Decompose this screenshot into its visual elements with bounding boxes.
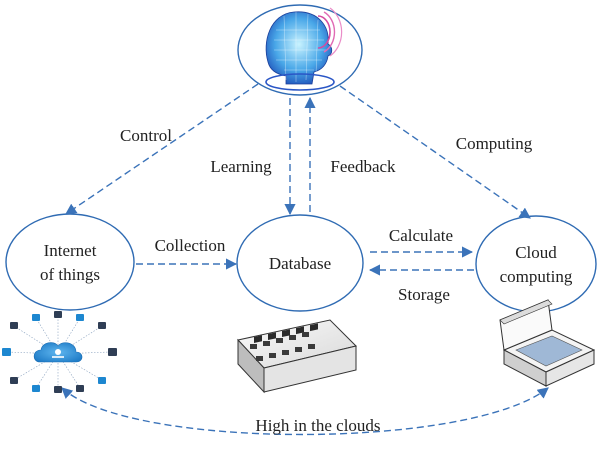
iot-node-label-line2: of things bbox=[40, 265, 100, 284]
iot-node: Internet of things bbox=[5, 213, 135, 311]
edge-high-clouds bbox=[61, 387, 549, 436]
top-node bbox=[237, 4, 363, 96]
label-high-clouds: High in the clouds bbox=[255, 416, 380, 435]
cloud-node: Cloud computing bbox=[475, 215, 597, 313]
database-node-label: Database bbox=[269, 254, 331, 273]
label-control: Control bbox=[120, 126, 172, 145]
cloud-node-label-line2: computing bbox=[500, 267, 573, 286]
iot-network-icon bbox=[2, 311, 117, 393]
edge-control bbox=[65, 83, 259, 215]
label-feedback: Feedback bbox=[330, 157, 396, 176]
cloud-node-label-line1: Cloud bbox=[515, 243, 557, 262]
label-learning: Learning bbox=[210, 157, 272, 176]
label-collection: Collection bbox=[155, 236, 226, 255]
label-storage: Storage bbox=[398, 285, 450, 304]
label-calculate: Calculate bbox=[389, 226, 453, 245]
cloud-node-ellipse bbox=[475, 215, 597, 313]
network-switch-icon bbox=[237, 319, 357, 394]
database-node: Database bbox=[236, 214, 364, 312]
scanner-icon bbox=[499, 299, 596, 387]
ai-head-icon bbox=[265, 7, 343, 91]
edge-computing bbox=[339, 85, 531, 219]
label-computing: Computing bbox=[456, 134, 533, 153]
iot-node-ellipse bbox=[5, 213, 135, 311]
iot-node-label-line1: Internet bbox=[44, 241, 97, 260]
